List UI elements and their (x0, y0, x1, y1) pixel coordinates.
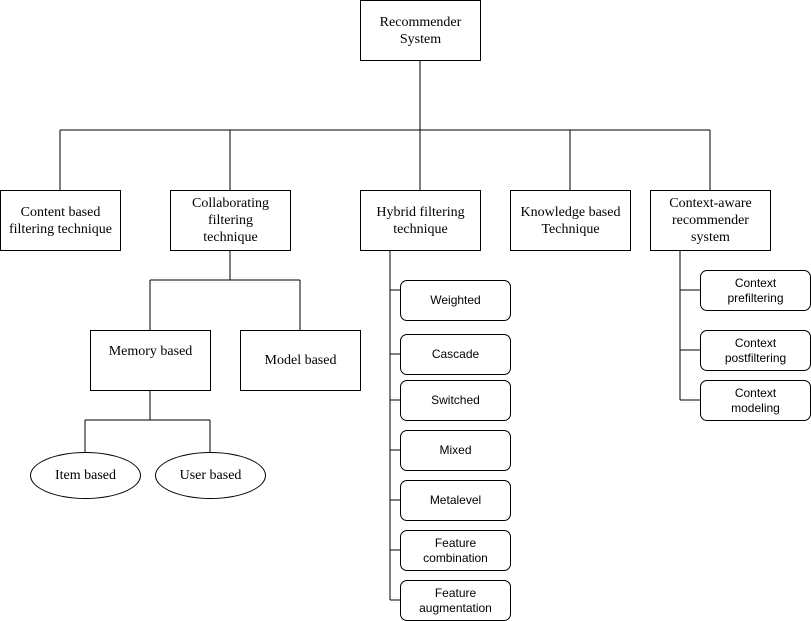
node-context-aware: Context-aware recommender system (650, 190, 771, 251)
node-knowledge-based: Knowledge based Technique (510, 190, 631, 251)
node-hybrid-mixed: Mixed (400, 430, 511, 471)
root-node-recommender-system: Recommender System (360, 0, 481, 61)
node-hybrid-metalevel: Metalevel (400, 480, 511, 521)
node-hybrid-feature-augmentation: Feature augmentation (400, 580, 511, 621)
node-context-postfiltering: Context postfiltering (700, 330, 811, 371)
node-hybrid-switched: Switched (400, 380, 511, 421)
node-item-based: Item based (30, 452, 141, 499)
node-context-prefiltering: Context prefiltering (700, 270, 811, 311)
node-user-based: User based (155, 452, 266, 499)
node-content-based: Content based filtering technique (0, 190, 121, 251)
node-context-modeling: Context modeling (700, 380, 811, 421)
node-memory-based: Memory based (90, 330, 211, 391)
node-hybrid-cascade: Cascade (400, 334, 511, 375)
node-hybrid-weighted: Weighted (400, 280, 511, 321)
node-model-based: Model based (240, 330, 361, 391)
node-hybrid-filtering: Hybrid filtering technique (360, 190, 481, 251)
node-collaborative-filtering: Collaborating filtering technique (170, 190, 291, 251)
node-hybrid-feature-combination: Feature combination (400, 530, 511, 571)
